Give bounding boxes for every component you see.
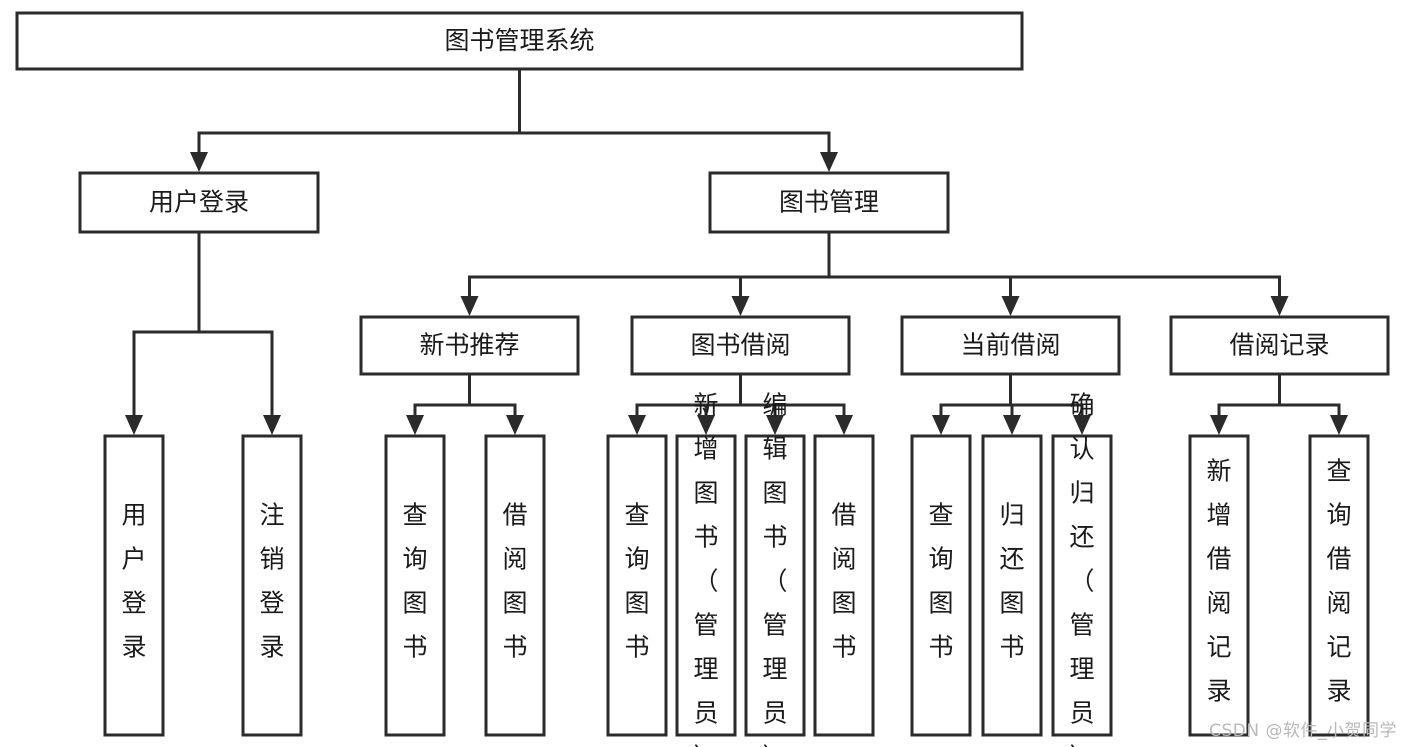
node-user-login[interactable]: 用户登录 bbox=[78, 171, 320, 234]
node-layer: 图书管理系统用户登录图书管理新书推荐图书借阅当前借阅借阅记录用户登录注销登录查询… bbox=[15, 11, 1390, 747]
node-box bbox=[813, 434, 875, 737]
node-label: 新增图书（管理员） bbox=[693, 391, 718, 747]
node-label: 注销登录 bbox=[259, 501, 284, 662]
arrowhead-icon bbox=[263, 415, 281, 435]
node-box bbox=[103, 434, 165, 737]
arrowhead-icon bbox=[731, 296, 750, 316]
node-box bbox=[1169, 315, 1390, 376]
arrowhead-icon bbox=[628, 415, 646, 435]
node-box bbox=[900, 315, 1121, 376]
node-box bbox=[744, 434, 806, 737]
arrowhead-icon bbox=[820, 152, 838, 172]
arrowhead-icon bbox=[125, 415, 143, 435]
arrowhead-icon bbox=[766, 415, 784, 435]
arrowhead-icon bbox=[406, 415, 424, 435]
node-leaf-add-record[interactable]: 新增借阅记录 bbox=[1188, 434, 1250, 737]
csdn-watermark: CSDN @软件_小贺同学 bbox=[1209, 721, 1397, 741]
node-book-borrow[interactable]: 图书借阅 bbox=[630, 315, 851, 376]
node-label: 借阅记录 bbox=[1229, 331, 1329, 360]
node-box bbox=[708, 171, 950, 234]
node-leaf-confirm-return[interactable]: 确认归还（管理员） bbox=[1051, 391, 1113, 747]
node-label: 查询图书 bbox=[624, 501, 649, 662]
arrowhead-icon bbox=[1330, 415, 1348, 435]
node-box bbox=[1188, 434, 1250, 737]
arrowhead-icon bbox=[1210, 415, 1228, 435]
node-box bbox=[675, 434, 737, 737]
node-borrow-record[interactable]: 借阅记录 bbox=[1169, 315, 1390, 376]
node-box bbox=[981, 434, 1043, 737]
node-leaf-query-book-3[interactable]: 查询图书 bbox=[910, 434, 972, 737]
node-box bbox=[910, 434, 972, 737]
node-label: 借阅图书 bbox=[502, 501, 527, 662]
connector-layer bbox=[125, 67, 1348, 435]
node-box bbox=[359, 315, 580, 376]
node-box bbox=[484, 434, 546, 737]
node-label: 查询借阅记录 bbox=[1326, 457, 1351, 706]
node-leaf-return-book[interactable]: 归还图书 bbox=[981, 434, 1043, 737]
node-leaf-borrow-book-1[interactable]: 借阅图书 bbox=[484, 434, 546, 737]
arrowhead-icon bbox=[190, 152, 208, 172]
node-label: 当前借阅 bbox=[960, 331, 1060, 360]
node-box bbox=[630, 315, 851, 376]
node-label: 查询图书 bbox=[402, 501, 427, 662]
arrowhead-icon bbox=[697, 415, 715, 435]
node-box bbox=[606, 434, 668, 737]
node-leaf-query-book-2[interactable]: 查询图书 bbox=[606, 434, 668, 737]
arrowhead-icon bbox=[460, 296, 479, 316]
node-label: 新书推荐 bbox=[419, 331, 519, 360]
arrowhead-icon bbox=[1270, 296, 1289, 316]
node-label: 图书管理 bbox=[779, 188, 879, 217]
node-leaf-borrow-book-2[interactable]: 借阅图书 bbox=[813, 434, 875, 737]
node-box bbox=[1051, 434, 1113, 737]
node-label: 图书管理系统 bbox=[444, 26, 594, 55]
node-box bbox=[1308, 434, 1370, 737]
node-label: 用户登录 bbox=[149, 188, 249, 217]
node-book-manage[interactable]: 图书管理 bbox=[708, 171, 950, 234]
arrowhead-icon bbox=[506, 415, 524, 435]
node-leaf-edit-book[interactable]: 编辑图书（管理员） bbox=[744, 391, 806, 747]
node-label: 借阅图书 bbox=[831, 501, 856, 662]
arrowhead-icon bbox=[1073, 415, 1091, 435]
node-current-borrow[interactable]: 当前借阅 bbox=[900, 315, 1121, 376]
node-leaf-query-book-1[interactable]: 查询图书 bbox=[384, 434, 446, 737]
node-label: 用户登录 bbox=[121, 501, 146, 662]
arrowhead-icon bbox=[1001, 296, 1020, 316]
arrowhead-icon bbox=[1003, 415, 1021, 435]
node-box bbox=[384, 434, 446, 737]
node-leaf-query-record[interactable]: 查询借阅记录 bbox=[1308, 434, 1370, 737]
node-label: 确认归还（管理员） bbox=[1069, 391, 1094, 747]
node-leaf-add-book[interactable]: 新增图书（管理员） bbox=[675, 391, 737, 747]
node-root[interactable]: 图书管理系统 bbox=[15, 11, 1024, 71]
node-label: 归还图书 bbox=[999, 501, 1024, 662]
node-new-book-recommend[interactable]: 新书推荐 bbox=[359, 315, 580, 376]
node-leaf-logout-login[interactable]: 注销登录 bbox=[241, 434, 303, 737]
node-box bbox=[241, 434, 303, 737]
node-label: 查询图书 bbox=[928, 501, 953, 662]
node-leaf-user-login[interactable]: 用户登录 bbox=[103, 434, 165, 737]
node-box bbox=[78, 171, 320, 234]
arrowhead-icon bbox=[835, 415, 853, 435]
arrowhead-icon bbox=[932, 415, 950, 435]
node-box bbox=[15, 11, 1024, 71]
node-label: 编辑图书（管理员） bbox=[762, 391, 787, 747]
node-label: 图书借阅 bbox=[690, 331, 790, 360]
node-label: 新增借阅记录 bbox=[1206, 457, 1231, 706]
